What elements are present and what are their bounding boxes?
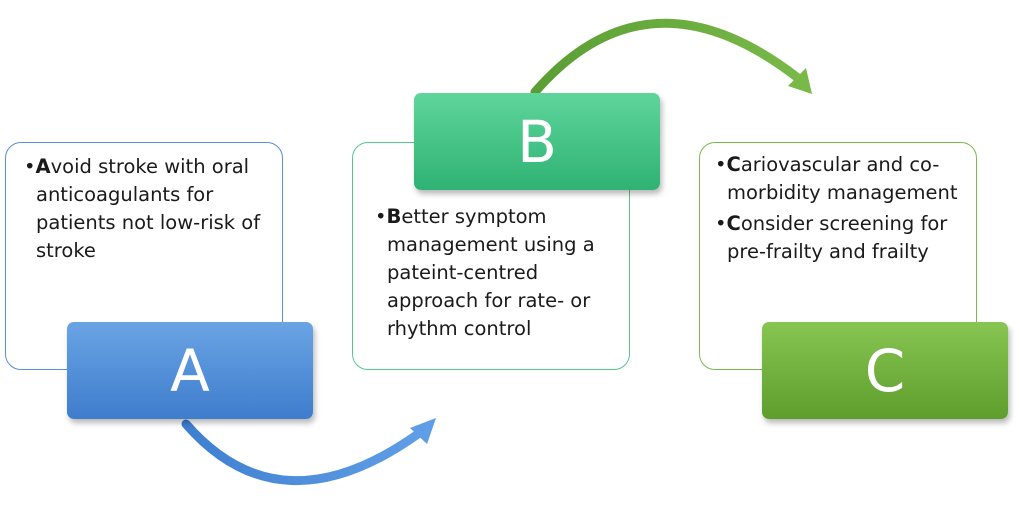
item-initial: C: [726, 212, 741, 235]
item-initial: C: [726, 153, 741, 176]
bullet: •: [715, 153, 727, 176]
step-a-description-box: •Avoid stroke with oral anticoagulants f…: [5, 142, 283, 370]
step-b-item: •Better symptom management using a patei…: [375, 203, 617, 343]
item-text: ariovascular and co-morbidity management: [727, 153, 958, 204]
item-initial: B: [386, 205, 402, 228]
item-initial: A: [35, 155, 51, 178]
step-a-item: •Avoid stroke with oral anticoagulants f…: [24, 153, 270, 265]
step-c-item-1: •Cariovascular and co-morbidity manageme…: [715, 151, 966, 207]
bullet: •: [375, 205, 387, 228]
bullet: •: [24, 155, 36, 178]
step-a-letter-box: A: [67, 322, 313, 419]
item-text: etter symptom management using a pateint…: [387, 205, 595, 340]
step-c-letter-box: C: [762, 322, 1008, 419]
step-c-item-2: •Consider screening for pre-frailty and …: [715, 210, 966, 266]
step-b-letter-box: B: [414, 93, 660, 190]
item-text: onsider screening for pre-frailty and fr…: [727, 212, 948, 263]
bullet: •: [715, 212, 727, 235]
item-text: void stroke with oral anticoagulants for…: [36, 155, 261, 262]
